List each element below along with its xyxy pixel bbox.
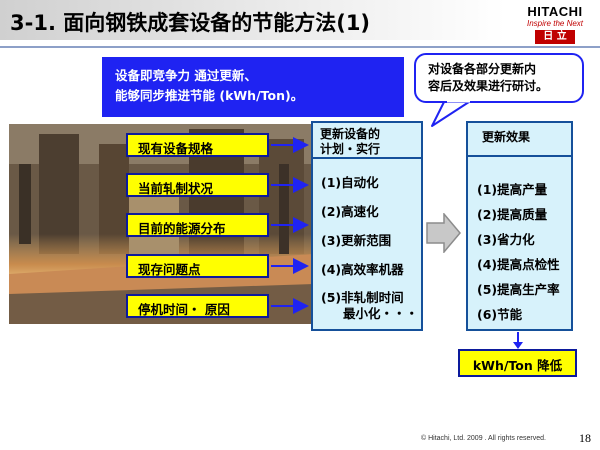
blue-callout: 设备即竞争力 通过更新、 能够同步推进节能 (kWh/Ton)。 <box>102 57 404 117</box>
plan-item: (4)高效率机器 <box>321 262 404 277</box>
plan-item: 最小化・・・ <box>343 306 419 321</box>
update-plan-header: 更新设备的 计划・实行 <box>313 123 421 159</box>
plan-item: (5)非轧制时间 <box>321 290 404 305</box>
effects-box: 更新效果 (1)提高产量 (2)提高质量 (3)省力化 (4)提高点检性 (5)… <box>466 121 573 331</box>
input-label-problems: 现存问题点 <box>126 254 269 278</box>
plan-item: (3)更新范围 <box>321 233 392 248</box>
plan-item: (2)高速化 <box>321 204 379 219</box>
input-label-equipment-spec: 现有设备规格 <box>126 133 269 157</box>
update-plan-box: 更新设备的 计划・实行 (1)自动化 (2)高速化 (3)更新范围 (4)高效率… <box>311 121 423 331</box>
effect-item: (2)提高质量 <box>477 207 548 222</box>
plan-item: (1)自动化 <box>321 175 379 190</box>
input-label-downtime: 停机时间・ 原因 <box>126 294 269 318</box>
page-title: 3-1. 面向钢铁成套设备的节能方法(1) <box>10 11 371 35</box>
speech-bubble: 对设备各部分更新内 容后及效果进行研讨。 <box>414 53 584 103</box>
hitachi-logo: HITACHI Inspire the Next 日 立 <box>514 4 596 46</box>
effect-item: (3)省力化 <box>477 232 535 247</box>
update-plan-head-2: 计划・实行 <box>320 142 381 156</box>
callout-line-1: 设备即竞争力 通过更新、 <box>115 68 257 83</box>
page-number: 18 <box>579 431 591 445</box>
logo-chinese: 日 立 <box>535 30 575 44</box>
effect-item: (5)提高生产率 <box>477 282 560 297</box>
effects-header: 更新效果 <box>468 123 571 157</box>
effect-item: (1)提高产量 <box>477 182 548 197</box>
input-label-energy-distribution: 目前的能源分布 <box>126 213 269 237</box>
callout-line-2: 能够同步推进节能 (kWh/Ton)。 <box>115 88 304 103</box>
effect-item: (6)节能 <box>477 307 523 322</box>
effect-item: (4)提高点检性 <box>477 257 560 272</box>
logo-tagline: Inspire the Next <box>526 19 584 28</box>
gray-arrow-icon <box>426 213 461 253</box>
title-bar <box>0 0 505 40</box>
bubble-line-1: 对设备各部分更新内 <box>428 62 537 76</box>
logo-brand: HITACHI <box>527 4 583 19</box>
header-divider <box>0 46 600 48</box>
footer-copyright: © Hitachi, Ltd. 2009 . All rights reserv… <box>421 435 546 442</box>
update-plan-head-1: 更新设备的 <box>320 127 381 141</box>
bubble-line-2: 容后及效果进行研讨。 <box>428 79 549 93</box>
effects-head: 更新效果 <box>482 130 531 144</box>
input-label-rolling-status: 当前轧制状况 <box>126 173 269 197</box>
result-box: kWh/Ton 降低 <box>458 349 577 377</box>
